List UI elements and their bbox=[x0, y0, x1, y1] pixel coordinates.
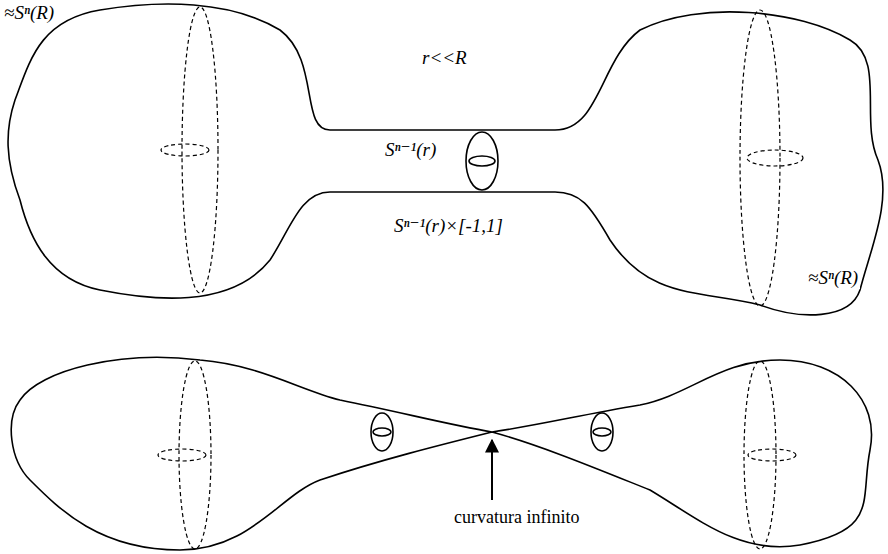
equator-right bbox=[747, 150, 803, 166]
great-sphere-right bbox=[740, 10, 780, 306]
radius-relation: r<<R bbox=[420, 48, 469, 69]
dumbbell-outline bbox=[8, 4, 883, 315]
neck-sphere-label: Sⁿ⁻¹(r) bbox=[383, 140, 438, 161]
great-sphere-right-2 bbox=[744, 361, 776, 549]
neck-sphere bbox=[466, 132, 498, 190]
sphere-label: ≈Sⁿ(R) bbox=[2, 3, 56, 24]
great-sphere-left bbox=[182, 7, 218, 293]
neck-equator bbox=[469, 156, 495, 166]
equator-left bbox=[161, 144, 209, 156]
small-sphere-left bbox=[371, 413, 393, 451]
pointer-arrow bbox=[491, 440, 493, 500]
cylinder-label: Sⁿ⁻¹(r)×[-1,1] bbox=[392, 216, 505, 237]
singularity-note: curvatura infinito bbox=[452, 508, 581, 528]
pinched-outline bbox=[11, 357, 871, 550]
equator-right-2 bbox=[748, 449, 796, 461]
small-sphere-right bbox=[591, 413, 613, 451]
small-equator-right bbox=[593, 428, 611, 436]
small-equator-left bbox=[373, 428, 391, 436]
sphere-label: ≈Sⁿ(R) bbox=[806, 268, 860, 289]
equator-left-2 bbox=[158, 449, 206, 461]
